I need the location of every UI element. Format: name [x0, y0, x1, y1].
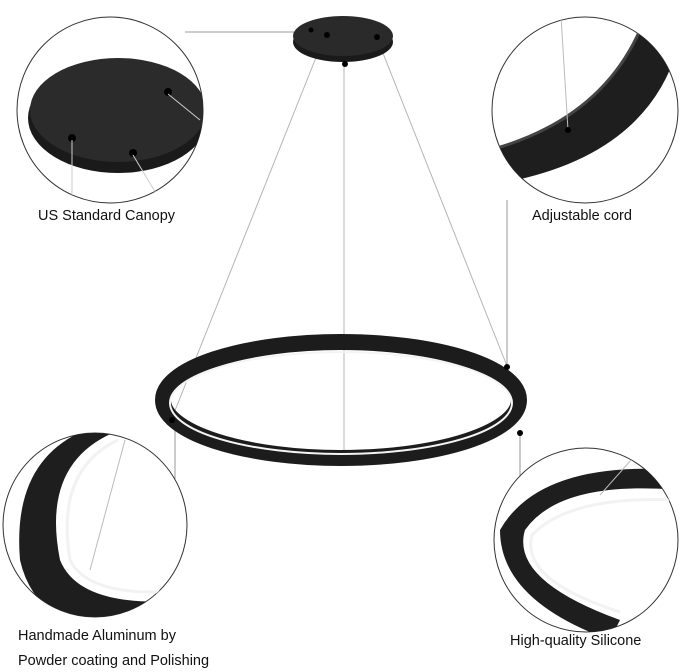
label-cord: Adjustable cord — [532, 208, 632, 224]
label-aluminum-line1: Handmade Aluminum by — [18, 628, 176, 644]
detail-cord — [491, 16, 679, 204]
label-aluminum-line2: Powder coating and Polishing — [18, 653, 210, 669]
ring-fixture — [155, 334, 527, 466]
detail-aluminum — [2, 432, 188, 618]
label-silicone: High-quality Silicone — [510, 633, 642, 649]
canopy — [293, 16, 393, 67]
label-canopy: US Standard Canopy — [38, 208, 176, 224]
suspension-cords — [171, 34, 508, 450]
detail-canopy — [16, 16, 204, 204]
detail-silicone — [493, 447, 679, 633]
